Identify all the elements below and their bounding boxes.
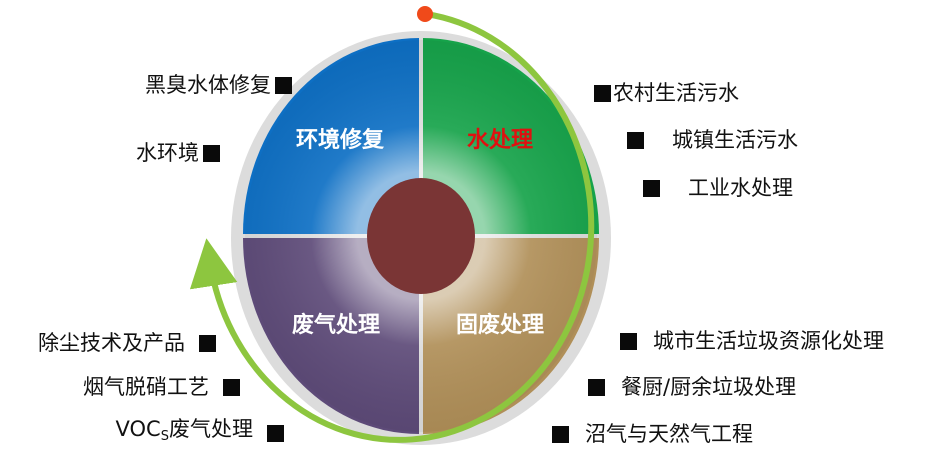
label-rural-sewage: 农村生活污水: [594, 80, 739, 106]
bullet-square-icon: [620, 332, 637, 350]
label-text: 沼气与天然气工程: [585, 422, 753, 446]
bullet-square-icon: [588, 378, 605, 396]
label-biogas-engineering: 沼气与天然气工程: [552, 421, 753, 447]
label-industrial-water: 工业水处理: [643, 175, 793, 201]
label-text: 城市生活垃圾资源化处理: [653, 329, 884, 353]
cycle-arrow: [189, 11, 595, 443]
cycle-start-dot: [417, 6, 433, 22]
bullet-square-icon: [552, 425, 569, 443]
label-text: 除尘技术及产品: [38, 331, 185, 355]
quadrant-title-environment: 环境修复: [296, 127, 385, 153]
label-dust-removal: 除尘技术及产品: [38, 330, 216, 356]
bullet-square-icon: [199, 334, 216, 352]
label-flue-gas-denitration: 烟气脱硝工艺: [83, 374, 240, 400]
bullet-square-icon: [223, 378, 240, 396]
quadrant-title-solid: 固废处理: [456, 312, 544, 338]
label-kitchen-waste: 餐厨/厨余垃圾处理: [588, 374, 796, 400]
bullet-square-icon: [627, 131, 644, 149]
bullet-square-icon: [267, 424, 284, 442]
bullet-square-icon: [643, 179, 660, 197]
label-voc-gas: VOCS废气处理: [116, 416, 284, 450]
label-text: 黑臭水体修复: [145, 73, 271, 97]
label-text: VOCS废气处理: [115, 417, 253, 444]
bullet-square-icon: [594, 84, 611, 102]
quadrant-title-water: 水处理: [467, 127, 533, 153]
bullet-square-icon: [275, 76, 292, 94]
label-urban-sewage: 城镇生活污水: [627, 127, 798, 153]
label-text: 水环境: [136, 141, 199, 165]
label-text: 工业水处理: [688, 176, 793, 200]
label-black-odor-water: 黑臭水体修复: [145, 72, 292, 98]
label-text: 农村生活污水: [613, 81, 739, 105]
quadrant-title-gas: 废气处理: [292, 312, 380, 338]
label-text: 烟气脱硝工艺: [83, 375, 209, 399]
label-water-environment: 水环境: [136, 140, 220, 166]
label-text: 城镇生活污水: [672, 128, 798, 152]
label-text: 餐厨/厨余垃圾处理: [621, 375, 797, 399]
center-disk: [367, 178, 475, 294]
label-msw-recycling: 城市生活垃圾资源化处理: [620, 328, 884, 354]
bullet-square-icon: [203, 144, 220, 162]
